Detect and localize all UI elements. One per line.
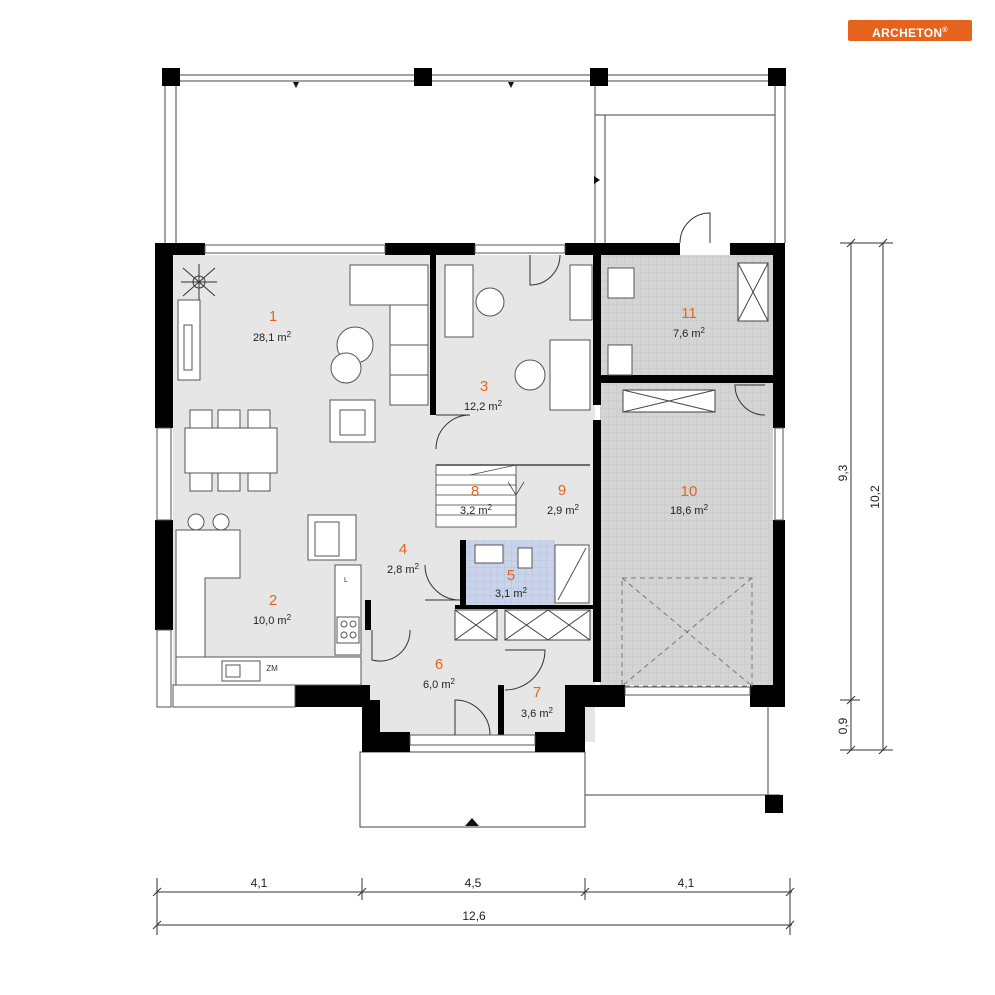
dim-bottom-segment-1: 4,1 bbox=[251, 876, 268, 890]
room-7-area-exp: 2 bbox=[549, 706, 554, 715]
room-9-area: 2,9 m2 bbox=[547, 503, 580, 517]
room-7-area-value: 3,6 bbox=[521, 708, 536, 720]
room-5-area-exp: 2 bbox=[523, 586, 528, 595]
room-1-area-unit: m bbox=[277, 332, 286, 344]
wardrobes bbox=[454, 262, 769, 641]
kitchen-furniture bbox=[175, 513, 362, 686]
room-11-area-exp: 2 bbox=[701, 326, 706, 335]
room-11-number: 11 bbox=[681, 305, 697, 322]
room-9-area-unit: m bbox=[565, 505, 574, 517]
room-1-number: 1 bbox=[269, 308, 277, 325]
room-2-area-exp: 2 bbox=[287, 613, 292, 622]
windows bbox=[156, 244, 784, 746]
room-9-number: 9 bbox=[558, 482, 566, 499]
room-1-area-exp: 2 bbox=[287, 330, 292, 339]
dim-right-outer: 10,2 bbox=[868, 485, 882, 509]
room-3-area-unit: m bbox=[488, 401, 497, 413]
room-2-area-value: 10,0 bbox=[253, 615, 274, 627]
bathroom-fixtures bbox=[474, 544, 590, 604]
room-10-number: 10 bbox=[681, 483, 698, 500]
room-3-number: 3 bbox=[480, 378, 488, 395]
utility-fixtures bbox=[607, 267, 635, 376]
room-6-number: 6 bbox=[435, 656, 443, 673]
cabinet-mark: L bbox=[344, 577, 348, 584]
room-9-area-exp: 2 bbox=[575, 503, 580, 512]
room-6-area-exp: 2 bbox=[451, 677, 456, 686]
room-11-area-value: 7,6 bbox=[673, 328, 688, 340]
dim-right-small: 0,9 bbox=[836, 717, 850, 734]
terrace-outline bbox=[164, 74, 786, 828]
room-3-area-exp: 2 bbox=[498, 399, 503, 408]
room-5-area: 3,1 m2 bbox=[495, 586, 528, 600]
room-8-area-unit: m bbox=[478, 505, 487, 517]
room-5-area-unit: m bbox=[513, 588, 522, 600]
room-8-number: 8 bbox=[471, 483, 479, 500]
dim-bottom-total: 12,6 bbox=[462, 909, 486, 923]
room-7-area-unit: m bbox=[539, 708, 548, 720]
staircase bbox=[435, 464, 590, 528]
room-9-area-value: 2,9 bbox=[547, 505, 562, 517]
room-5-area-value: 3,1 bbox=[495, 588, 510, 600]
room-6-area-unit: m bbox=[441, 679, 450, 691]
room-7-number: 7 bbox=[533, 684, 541, 701]
dim-right-inner: 9,3 bbox=[836, 464, 850, 481]
plant-icon bbox=[181, 264, 217, 300]
doors bbox=[371, 212, 766, 736]
room-7-area: 3,6 m2 bbox=[521, 706, 554, 720]
room-6-area-value: 6,0 bbox=[423, 679, 438, 691]
logo-registered-mark: ® bbox=[942, 27, 948, 34]
walls bbox=[155, 243, 785, 752]
room-10-area-unit: m bbox=[694, 505, 703, 517]
room-5-number: 5 bbox=[507, 567, 515, 584]
room-10-area-exp: 2 bbox=[704, 503, 709, 512]
room-10-area-value: 18,6 bbox=[670, 505, 691, 517]
logo-text: ARCHETON bbox=[872, 26, 943, 40]
room-4-area-unit: m bbox=[405, 564, 414, 576]
room-3-area-value: 12,2 bbox=[464, 401, 485, 413]
archeton-logo: ARCHETON® bbox=[848, 20, 972, 41]
room-10-area: 18,6 m2 bbox=[670, 503, 709, 517]
room-labels: 1 28,1 m2 2 10,0 m2 3 12,2 m2 4 2,8 m2 5… bbox=[253, 305, 709, 720]
room-11-area-unit: m bbox=[691, 328, 700, 340]
office-furniture bbox=[444, 264, 593, 411]
room-8-area-value: 3,2 bbox=[460, 505, 475, 517]
room-4-number: 4 bbox=[399, 541, 407, 558]
room-2-number: 2 bbox=[269, 592, 277, 609]
room-1-area: 28,1 m2 bbox=[253, 330, 292, 344]
room-4-area-value: 2,8 bbox=[387, 564, 402, 576]
dim-bottom-segment-3: 4,1 bbox=[678, 876, 695, 890]
room-8-area-exp: 2 bbox=[488, 503, 493, 512]
room-6-area: 6,0 m2 bbox=[423, 677, 456, 691]
living-furniture bbox=[177, 264, 429, 492]
room-8-area: 3,2 m2 bbox=[460, 503, 493, 517]
room-11-area: 7,6 m2 bbox=[673, 326, 706, 340]
car-space bbox=[621, 577, 753, 687]
fridge-label: ZM bbox=[266, 664, 278, 673]
terrace-columns bbox=[162, 68, 786, 813]
dim-bottom-segment-2: 4,5 bbox=[465, 876, 482, 890]
room-4-area-exp: 2 bbox=[415, 562, 420, 571]
room-4-area: 2,8 m2 bbox=[387, 562, 420, 576]
room-2-area-unit: m bbox=[277, 615, 286, 627]
dimension-texts: 4,1 4,5 4,1 12,6 9,3 0,9 10,2 bbox=[251, 464, 882, 923]
dimension-lines bbox=[152, 238, 893, 935]
room-1-area-value: 28,1 bbox=[253, 332, 274, 344]
room-3-area: 12,2 m2 bbox=[464, 399, 503, 413]
room-2-area: 10,0 m2 bbox=[253, 613, 292, 627]
